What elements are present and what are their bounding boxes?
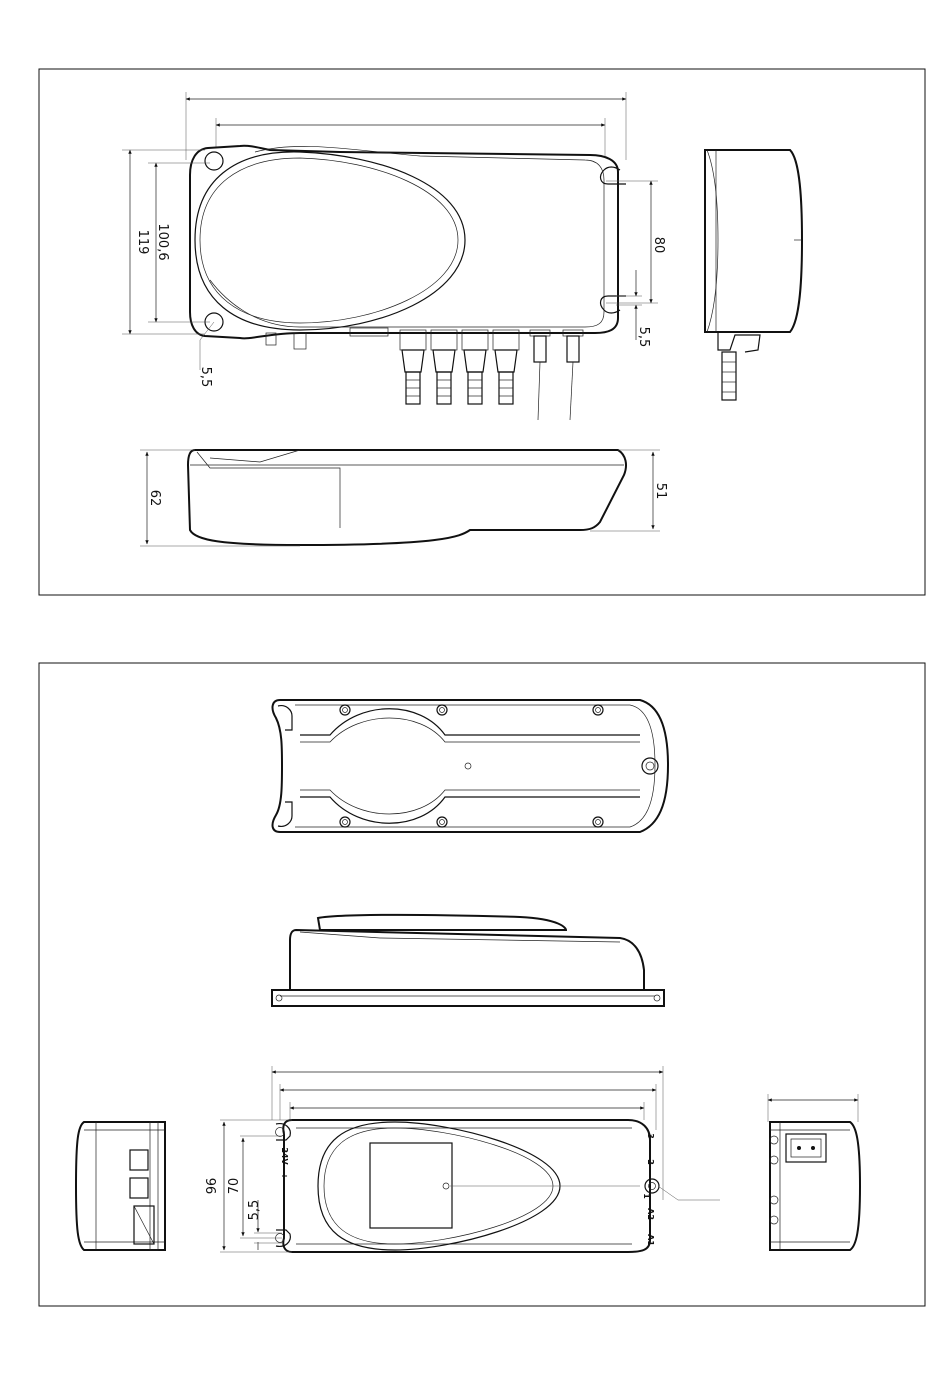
- terminal-label-a2: A2: [646, 1208, 655, 1220]
- bottom-elevation-view: [272, 915, 664, 1006]
- dim-96: 96: [205, 1178, 220, 1195]
- dim-119: 119: [135, 230, 150, 255]
- terminal-label-a1: A1: [646, 1234, 655, 1246]
- terminal-label-3: 3: [646, 1133, 655, 1139]
- dim-5-5-hole: 5,5: [198, 367, 213, 388]
- dim-5-5-slot: 5,5: [636, 327, 651, 348]
- dim-51: 51: [653, 483, 668, 500]
- dim-80: 80: [651, 237, 666, 254]
- dim-62: 62: [147, 490, 162, 507]
- dim-100-6: 100,6: [155, 223, 170, 260]
- terminal-label-plus: +: [280, 1173, 289, 1180]
- terminal-label-24v: 24V: [280, 1147, 289, 1165]
- dim-5-5: 5,5: [247, 1200, 262, 1221]
- top-front-view: 119 100,6 5,5 80 5,5: [122, 92, 666, 420]
- bottom-plan-view: [273, 700, 668, 832]
- terminal-label-1: 1: [642, 1193, 651, 1199]
- bottom-left-side-view: [76, 1122, 165, 1250]
- bottom-right-side-view: [768, 1094, 860, 1250]
- top-side-view: [705, 150, 802, 400]
- dim-70: 70: [227, 1178, 242, 1195]
- terminal-label-2: 2: [646, 1159, 655, 1165]
- top-plan-view: 62 51: [140, 450, 668, 546]
- f-connectors: [400, 330, 519, 404]
- bottom-front-view: 24V + 3 2 1 A2 A1 96 70 5,5: [205, 1066, 720, 1252]
